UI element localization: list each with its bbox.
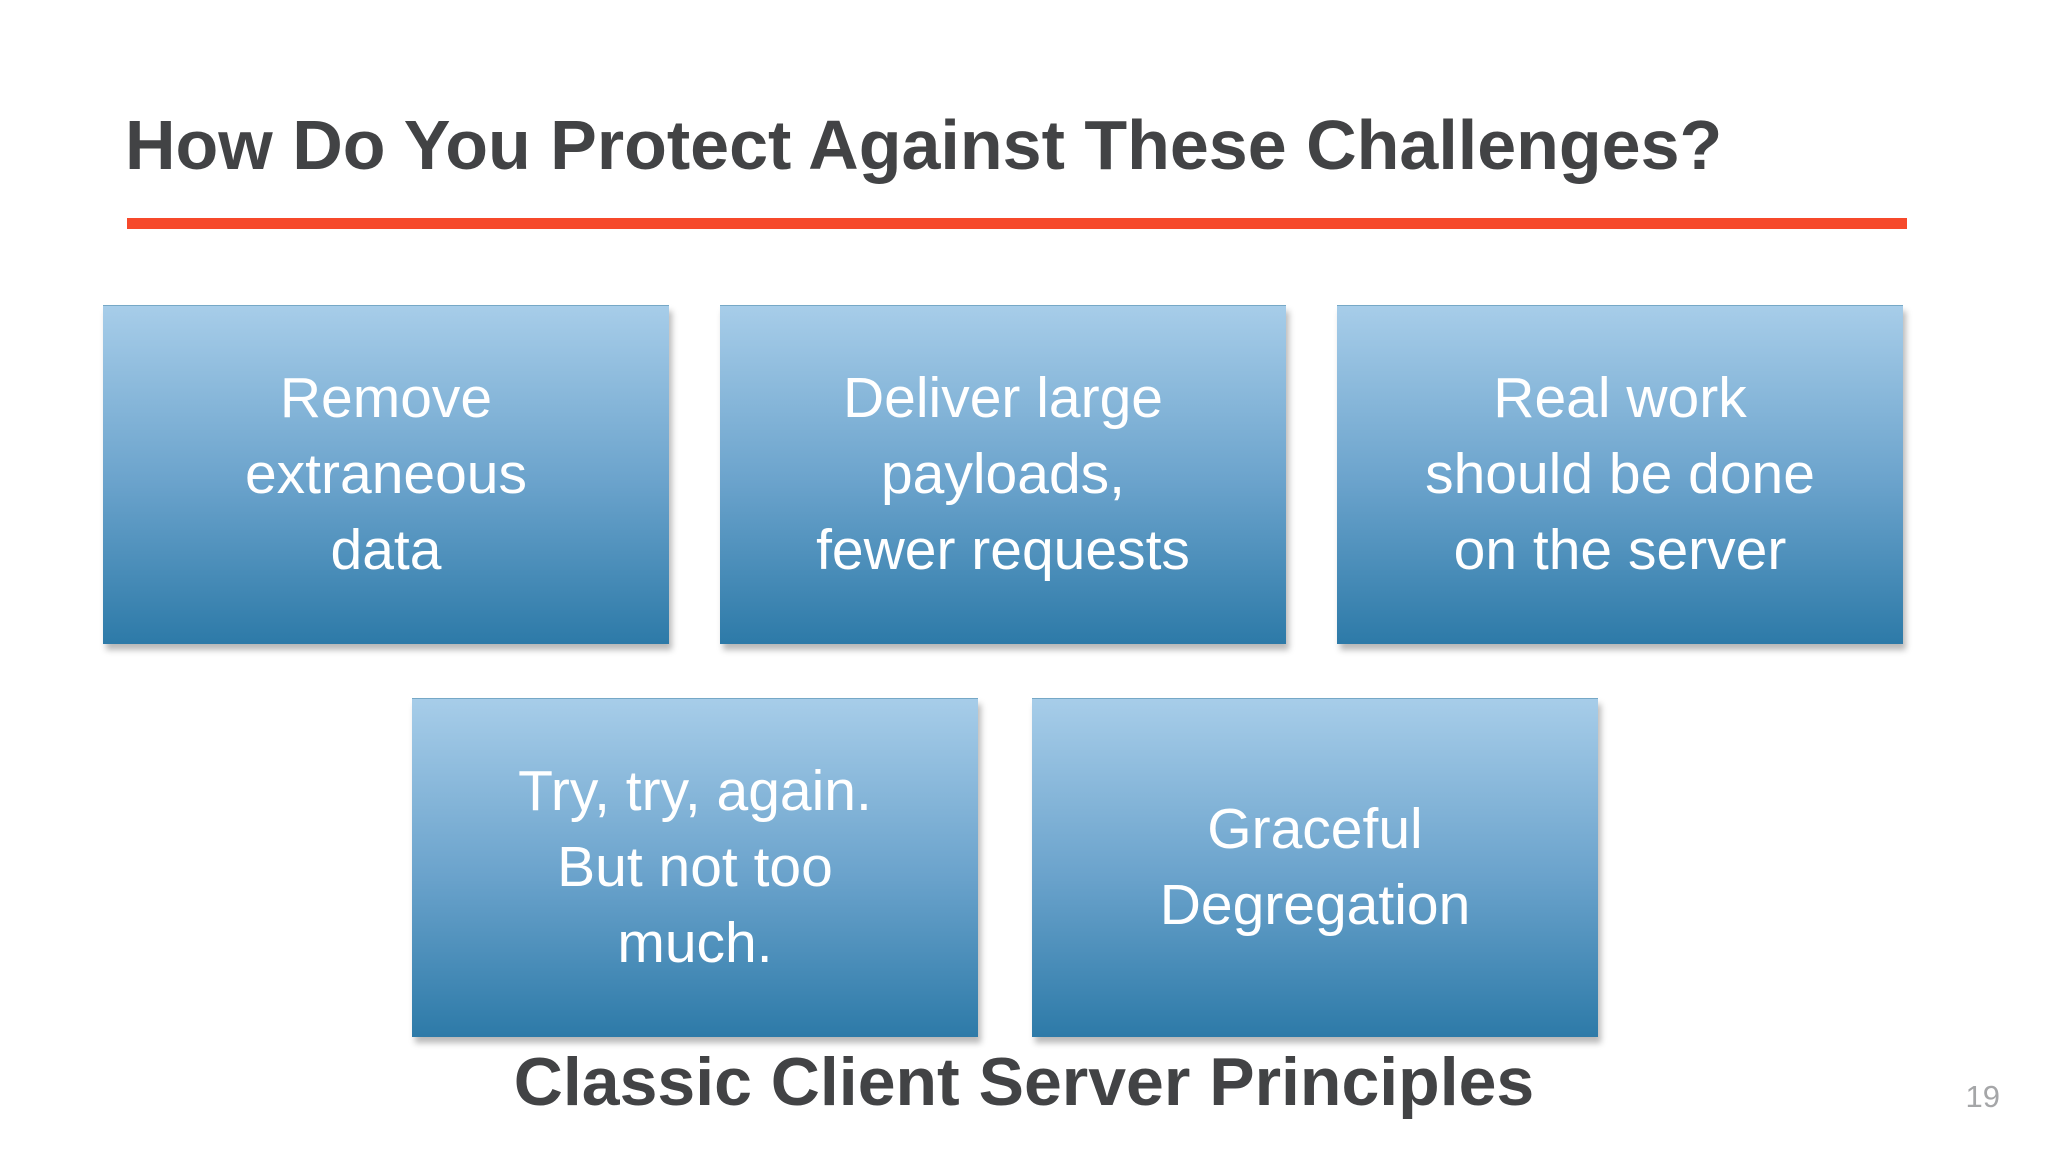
principle-box-text: Deliver large payloads, fewer requests [816, 366, 1190, 582]
principle-box-try-try-again: Try, try, again. But not too much. [412, 698, 978, 1037]
slide-title: How Do You Protect Against These Challen… [125, 106, 1723, 184]
page-number: 19 [1965, 1079, 2000, 1114]
principle-box-deliver-large-payloads: Deliver large payloads, fewer requests [720, 305, 1286, 644]
principle-box-text: Try, try, again. But not too much. [518, 759, 872, 975]
principle-box-text: Graceful Degregation [1159, 797, 1471, 937]
slide-caption: Classic Client Server Principles [513, 1044, 1535, 1120]
principle-box-real-work-on-server: Real work should be done on the server [1337, 305, 1903, 644]
principle-box-text: Remove extraneous data [244, 366, 528, 582]
principle-box-graceful-degregation: Graceful Degregation [1032, 698, 1598, 1037]
principle-box-remove-extraneous-data: Remove extraneous data [103, 305, 669, 644]
title-underline-rule [127, 218, 1907, 229]
principle-box-text: Real work should be done on the server [1425, 366, 1815, 582]
